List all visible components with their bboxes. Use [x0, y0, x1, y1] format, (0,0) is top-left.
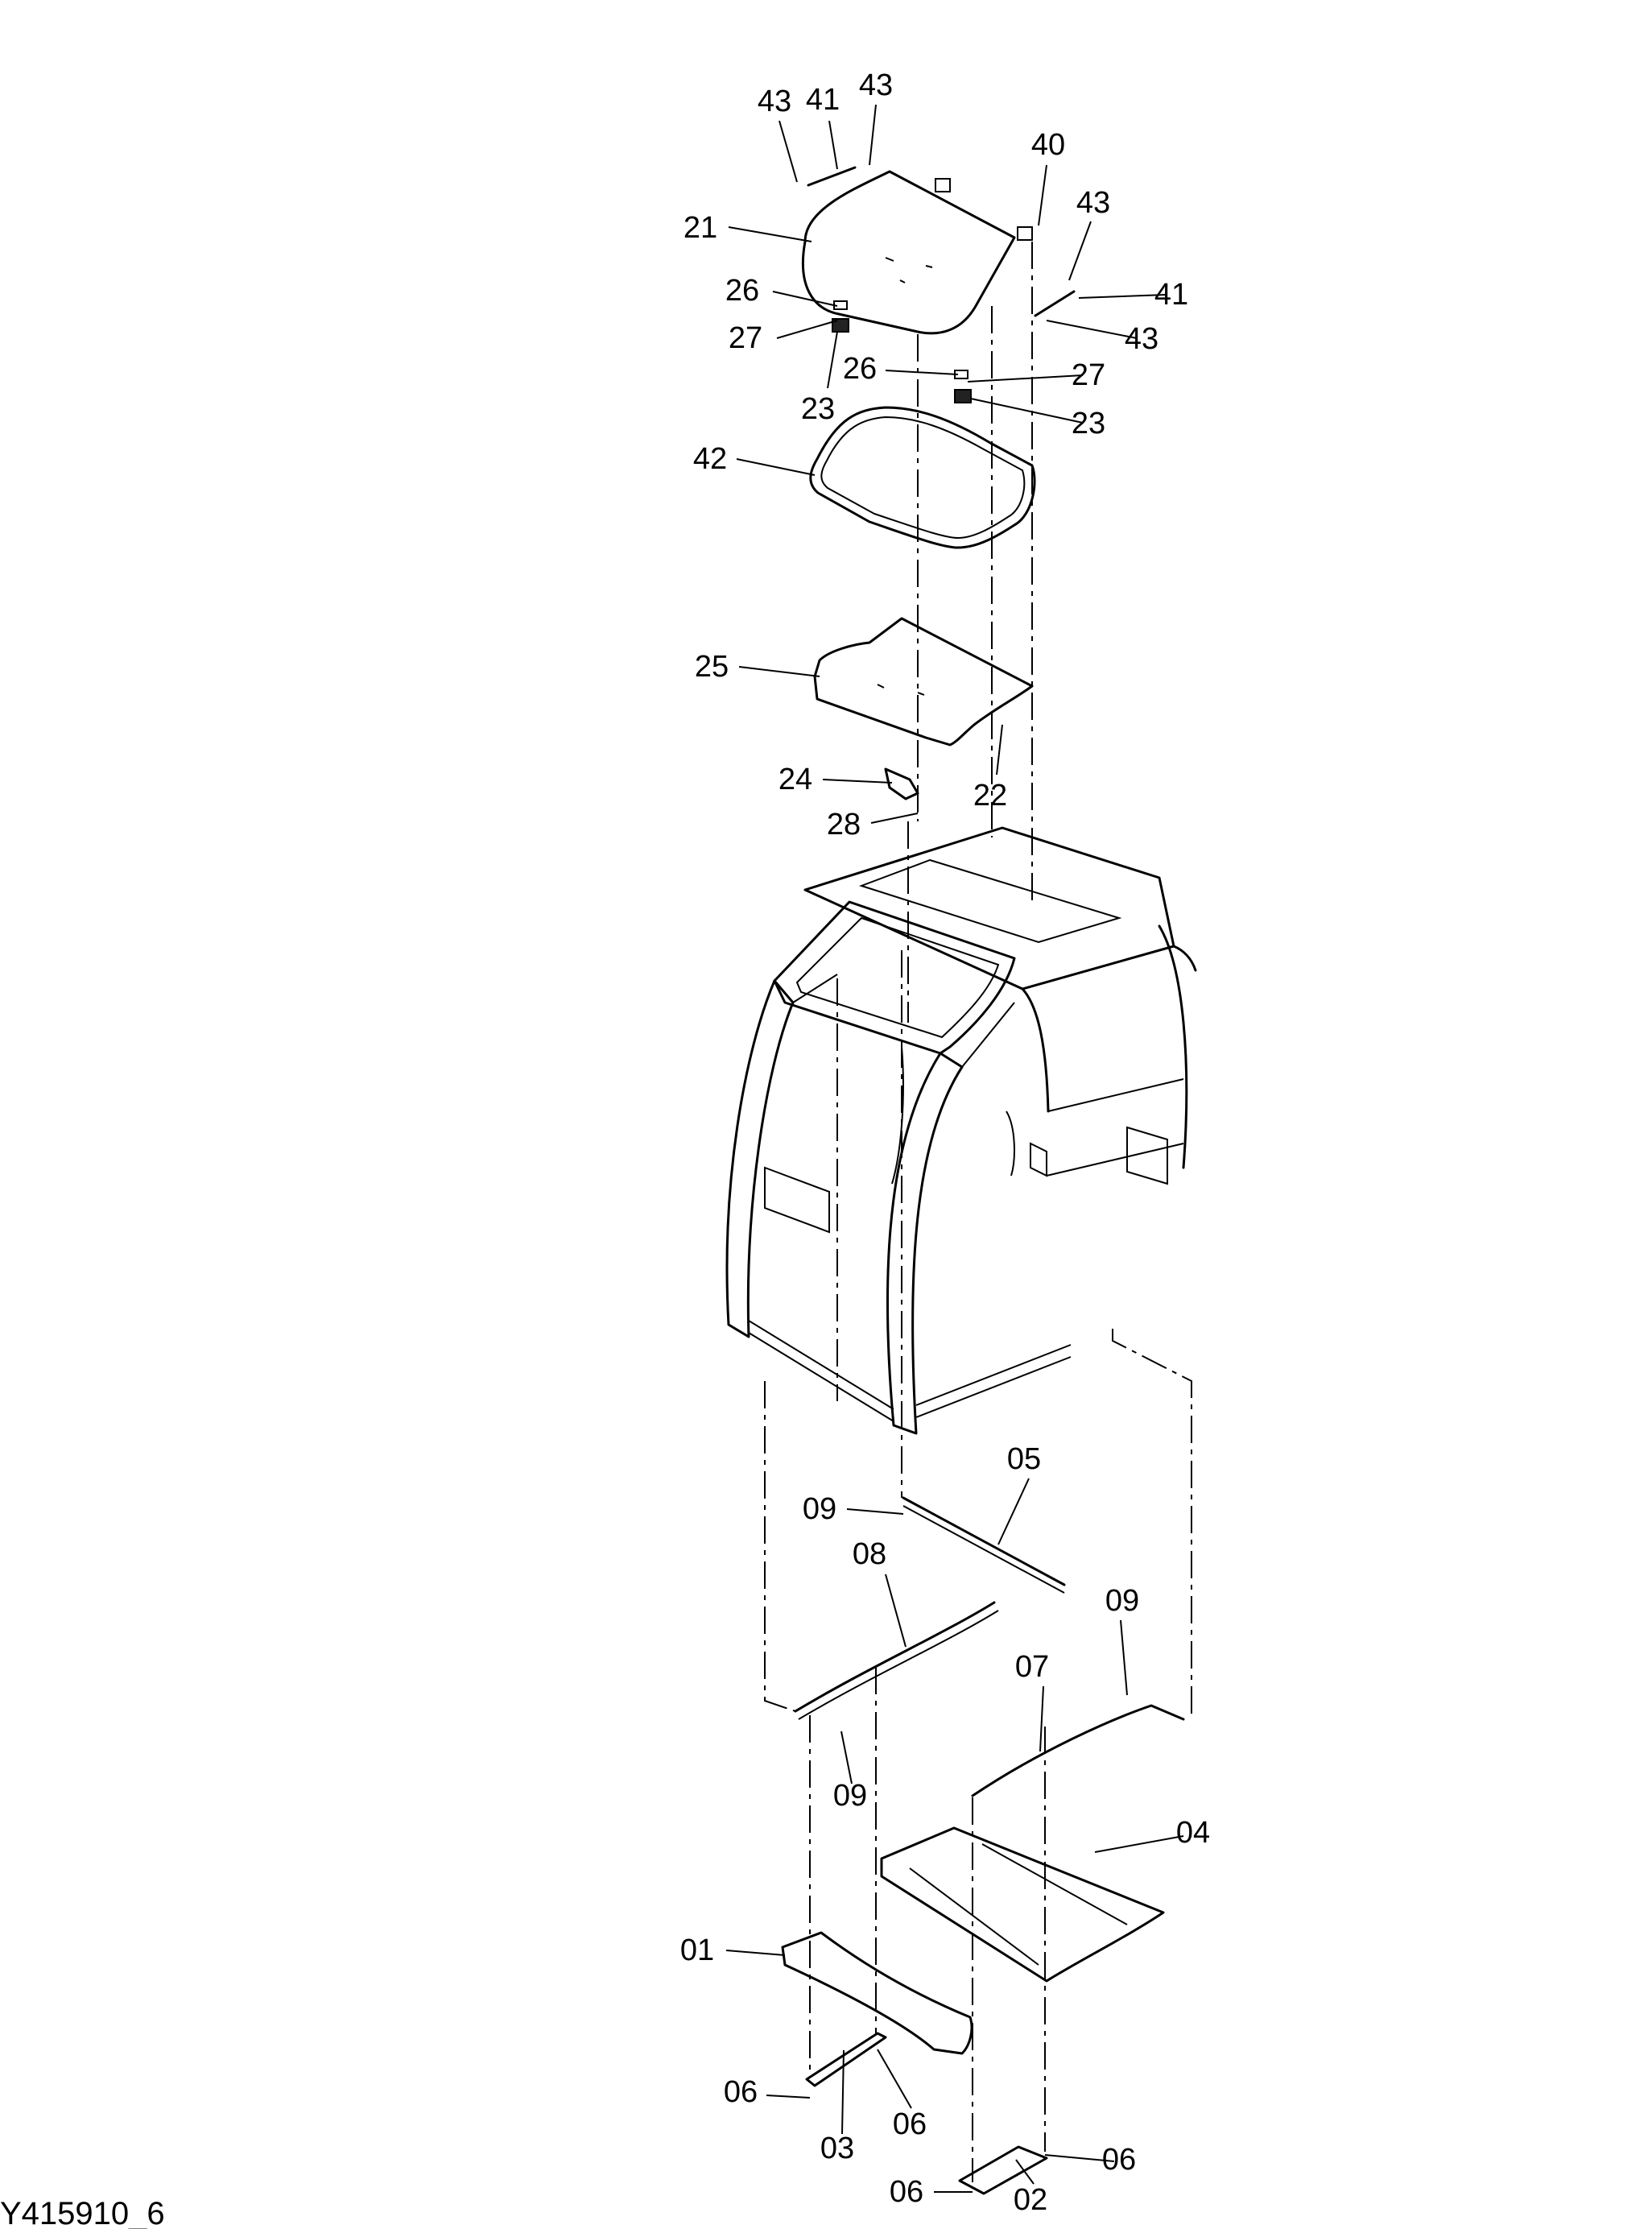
callout-22: 22: [973, 779, 1007, 813]
callout-08: 08: [853, 1537, 886, 1571]
bracket-24: [884, 767, 919, 800]
gasket-42: [809, 406, 1036, 549]
strip-03: [805, 2032, 887, 2087]
callout-43: 43: [1125, 322, 1158, 356]
callout-06: 06: [893, 2107, 927, 2141]
callout-06: 06: [1102, 2143, 1136, 2177]
callout-09: 09: [1105, 1584, 1139, 1618]
callout-27: 27: [729, 321, 762, 355]
seal-08: [794, 1601, 999, 1720]
callout-25: 25: [695, 650, 729, 684]
drawing-reference: Y415910_6: [0, 2196, 165, 2229]
callout-27: 27: [1072, 358, 1105, 392]
callout-24: 24: [779, 763, 812, 796]
callout-42: 42: [693, 442, 727, 476]
headliner-04: [880, 1826, 1165, 1983]
sunshade-plate-25: [813, 617, 1034, 746]
callout-06: 06: [724, 2075, 758, 2109]
callout-01: 01: [680, 1933, 714, 1967]
callout-26: 26: [725, 274, 759, 308]
small-parts-23-26-27: [807, 166, 1076, 403]
seal-07: [971, 1704, 1185, 1797]
callout-05: 05: [1007, 1442, 1041, 1476]
callout-21: 21: [684, 211, 717, 245]
callout-23: 23: [801, 392, 835, 426]
roof-window-21: [801, 170, 1033, 335]
callout-04: 04: [1176, 1816, 1210, 1850]
callout-41: 41: [806, 83, 840, 117]
callout-labels: 43 41 43 40 21 43 26 41 27 43 26 27 23 23 42 25 24 22 28 05…: [680, 68, 1210, 2217]
callout-43: 43: [1076, 186, 1110, 220]
cab-frame: [725, 826, 1197, 1435]
callout-43: 43: [859, 68, 893, 102]
callout-02: 02: [1014, 2183, 1047, 2217]
callout-40: 40: [1031, 128, 1065, 162]
callout-03: 03: [820, 2132, 854, 2165]
callout-28: 28: [827, 808, 861, 842]
callout-26: 26: [843, 352, 877, 386]
callout-06: 06: [890, 2175, 923, 2209]
callout-43: 43: [758, 85, 791, 118]
alignment-lines: [764, 242, 1192, 2182]
leader-lines: [725, 104, 1184, 2193]
callout-09: 09: [803, 1492, 836, 1526]
callout-07: 07: [1015, 1650, 1049, 1684]
plate-02: [958, 2145, 1048, 2195]
callout-09: 09: [833, 1779, 867, 1813]
callout-23: 23: [1072, 407, 1105, 440]
trim-01: [781, 1931, 973, 2055]
seal-05: [902, 1496, 1066, 1594]
callout-41: 41: [1154, 278, 1188, 312]
